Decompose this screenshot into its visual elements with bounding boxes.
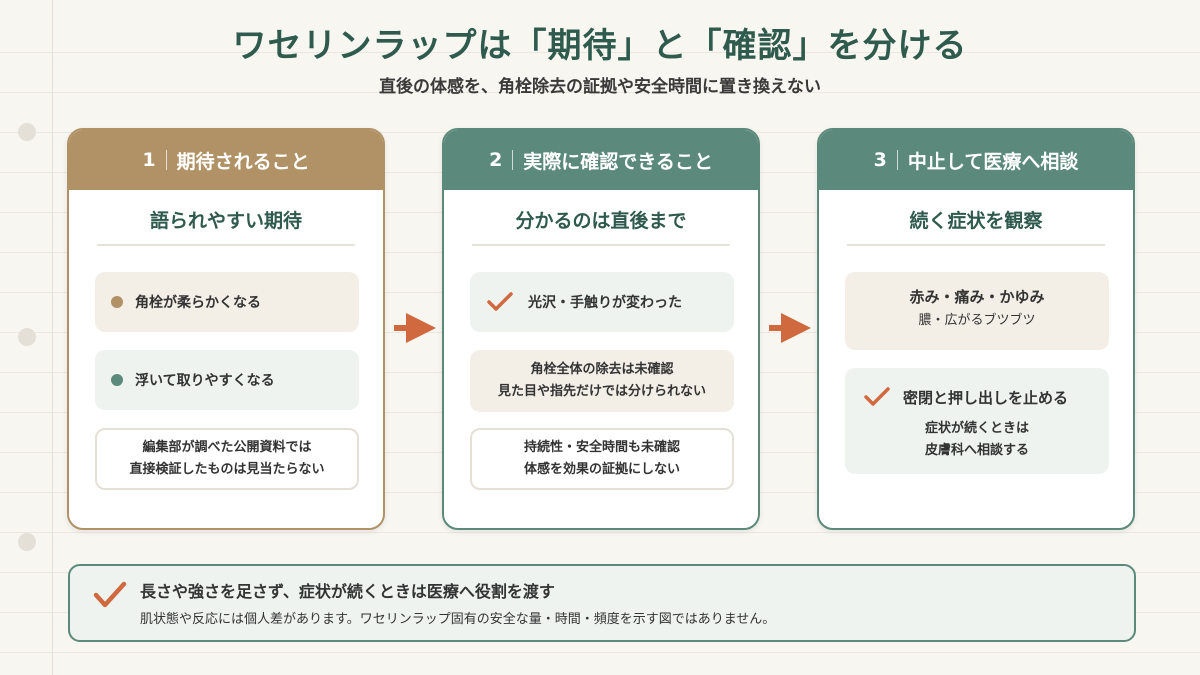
arrow-right-icon	[394, 313, 436, 343]
card-number: 3	[873, 149, 887, 171]
card-heading: 実際に確認できること	[523, 150, 713, 173]
note-line: 皮膚科へ相談する	[924, 443, 1029, 458]
symptom-box: 赤み・痛み・かゆみ 膿・広がるブツブツ	[845, 272, 1109, 350]
action-label: 密閉と押し出しを止める	[903, 388, 1069, 407]
page-subtitle: 直後の体感を、角栓除去の証拠や安全時間に置き換えない	[379, 77, 821, 97]
binder-hole	[18, 533, 36, 551]
card-header: 2 実際に確認できること	[444, 130, 758, 190]
summary-banner: 長さや強さを足さず、症状が続くときは医療へ役割を渡す 肌状態や反応には個人差があ…	[68, 564, 1136, 642]
binder-hole	[18, 328, 36, 346]
item-label: 浮いて取りやすくなる	[135, 373, 275, 389]
divider	[97, 244, 355, 246]
note-line: 症状が続くときは	[924, 421, 1029, 436]
bullet-dot-icon	[111, 374, 123, 386]
note-line: 編集部が調べた公開資料では	[142, 440, 312, 455]
expectation-item: 角栓が柔らかくなる	[95, 272, 359, 332]
card-heading: 中止して医療へ相談	[907, 150, 1079, 173]
card-expectations: 1 期待されること 語られやすい期待 角栓が柔らかくなる 浮いて取りやすくなる …	[67, 128, 385, 530]
note-box: 持続性・安全時間も未確認 体感を効果の証拠にしない	[470, 428, 734, 490]
bullet-dot-icon	[111, 296, 123, 308]
card-subheading: 分かるのは直後まで	[515, 210, 687, 232]
header-separator	[896, 150, 898, 170]
action-row: 密閉と押し出しを止める	[845, 368, 1109, 408]
check-icon	[487, 292, 513, 311]
item-label: 光沢・手触りが変わった	[528, 295, 682, 311]
note-line: 体感を効果の証拠にしない	[523, 462, 680, 477]
header-separator	[512, 150, 514, 170]
note-line: 直接検証したものは見当たらない	[129, 462, 325, 477]
check-icon	[93, 581, 127, 608]
confirmed-item: 光沢・手触りが変わった	[470, 272, 734, 332]
card-subheading: 続く症状を観察	[909, 210, 1043, 232]
check-icon	[864, 387, 890, 406]
page-title: ワセリンラップは「期待」と「確認」を分ける	[232, 26, 968, 66]
card-stop-and-consult: 3 中止して医療へ相談 続く症状を観察 赤み・痛み・かゆみ 膿・広がるブツブツ …	[817, 128, 1135, 530]
symptom-line: 膿・広がるブツブツ	[918, 313, 1036, 328]
item-label: 角栓が柔らかくなる	[135, 295, 261, 311]
card-number: 1	[142, 149, 156, 171]
card-subheading: 語られやすい期待	[149, 210, 302, 232]
card-number: 2	[489, 149, 503, 171]
card-confirmable: 2 実際に確認できること 分かるのは直後まで 光沢・手触りが変わった 角栓全体の…	[442, 128, 760, 530]
note-line: 持続性・安全時間も未確認	[523, 440, 680, 455]
header-separator	[165, 150, 167, 170]
disclaimer-text: 肌状態や反応には個人差があります。ワセリンラップ固有の安全な量・時間・頻度を示す…	[140, 612, 776, 627]
symptom-line: 赤み・痛み・かゆみ	[909, 288, 1045, 306]
summary-text: 長さや強さを足さず、症状が続くときは医療へ役割を渡す	[140, 582, 555, 601]
card-heading: 期待されること	[176, 150, 310, 173]
note-box: 編集部が調べた公開資料では 直接検証したものは見当たらない	[95, 428, 359, 490]
unconfirmed-box: 角栓全体の除去は未確認 見た目や指先だけでは分けられない	[470, 350, 734, 412]
card-header: 3 中止して医療へ相談	[819, 130, 1133, 190]
card-header: 1 期待されること	[69, 130, 383, 190]
binder-hole	[18, 123, 36, 141]
notebook-margin-line	[52, 0, 53, 675]
note-line: 角栓全体の除去は未確認	[530, 362, 674, 377]
arrow-right-icon	[769, 313, 811, 343]
divider	[472, 244, 730, 246]
divider	[847, 244, 1105, 246]
expectation-item: 浮いて取りやすくなる	[95, 350, 359, 410]
action-box: 密閉と押し出しを止める 症状が続くときは 皮膚科へ相談する	[845, 368, 1109, 474]
note-line: 見た目や指先だけでは分けられない	[497, 384, 706, 399]
